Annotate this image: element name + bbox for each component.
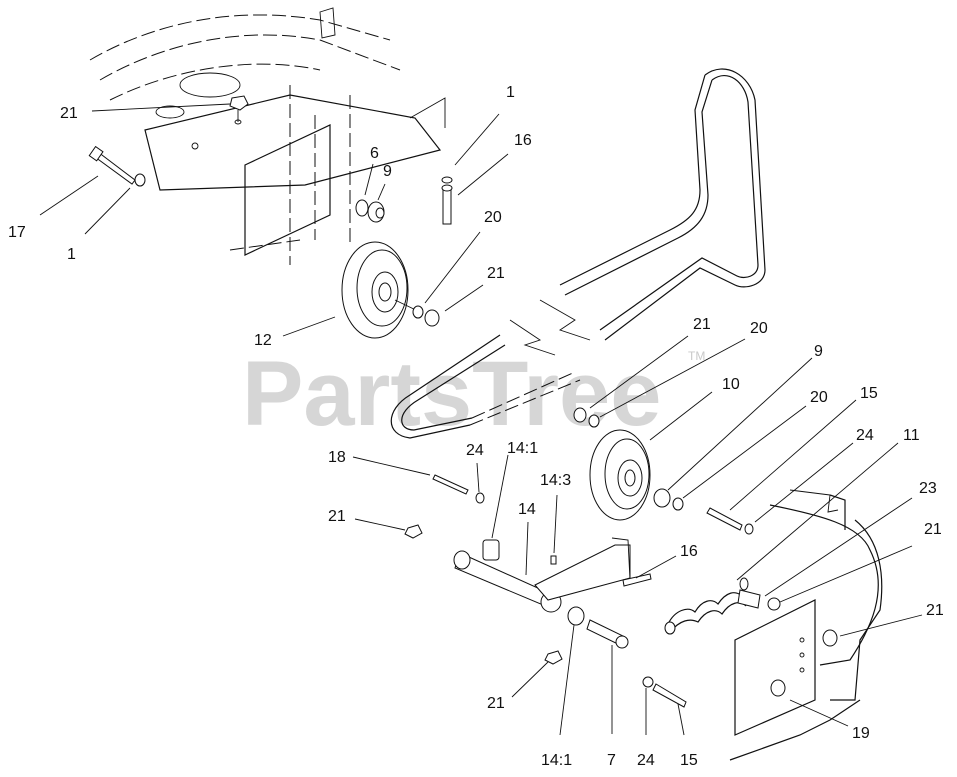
callout-7: 7 — [607, 752, 616, 769]
callout-24-right: 24 — [856, 427, 874, 444]
callout-9-lower: 9 — [814, 343, 823, 360]
callout-21-left: 21 — [328, 508, 346, 525]
callout-9-upper: 9 — [383, 163, 392, 180]
callout-21-right: 21 — [926, 602, 944, 619]
callout-21-upper: 21 — [60, 105, 78, 122]
callout-21-idler: 21 — [693, 316, 711, 333]
callout-1-upper: 1 — [506, 84, 515, 101]
upper-frame — [89, 7, 446, 265]
callout-19: 19 — [852, 725, 870, 742]
callout-17: 17 — [8, 224, 26, 241]
callout-14: 14 — [518, 501, 536, 518]
callout-20-upper: 20 — [484, 209, 502, 226]
callout-11: 11 — [903, 427, 920, 444]
callout-14-1-upper: 14:1 — [507, 440, 538, 457]
watermark-text: PartsTree — [242, 343, 661, 445]
upper-idler-assembly — [88, 95, 453, 339]
callout-24-bottom: 24 — [637, 752, 655, 769]
callout-16-lower: 16 — [680, 543, 698, 560]
callout-15-upper: 15 — [860, 385, 878, 402]
callout-10: 10 — [722, 376, 740, 393]
callout-21-bottom: 21 — [487, 695, 505, 712]
callout-6: 6 — [370, 145, 379, 162]
callout-21-spring: 21 — [924, 521, 942, 538]
leader-lines — [39, 103, 923, 736]
drive-belt — [390, 68, 766, 439]
callout-21-pulley: 21 — [487, 265, 505, 282]
watermark-trademark: TM — [688, 349, 705, 363]
callout-12: 12 — [254, 332, 272, 349]
watermark: PartsTree TM — [242, 343, 705, 445]
lower-idler-assembly — [404, 407, 883, 761]
callout-14-3: 14:3 — [540, 472, 571, 489]
callout-24-left: 24 — [466, 442, 484, 459]
callout-23: 23 — [919, 480, 937, 497]
callout-15-bottom: 15 — [680, 752, 698, 769]
callout-18: 18 — [328, 449, 346, 466]
callout-16-upper: 16 — [514, 132, 532, 149]
callouts: 1 16 21 6 9 17 1 20 21 12 21 20 9 10 20 … — [8, 84, 944, 769]
callout-20-idler: 20 — [750, 320, 768, 337]
callout-14-1-lower: 14:1 — [541, 752, 572, 769]
callout-20-lower: 20 — [810, 389, 828, 406]
callout-1-lower: 1 — [67, 246, 76, 263]
